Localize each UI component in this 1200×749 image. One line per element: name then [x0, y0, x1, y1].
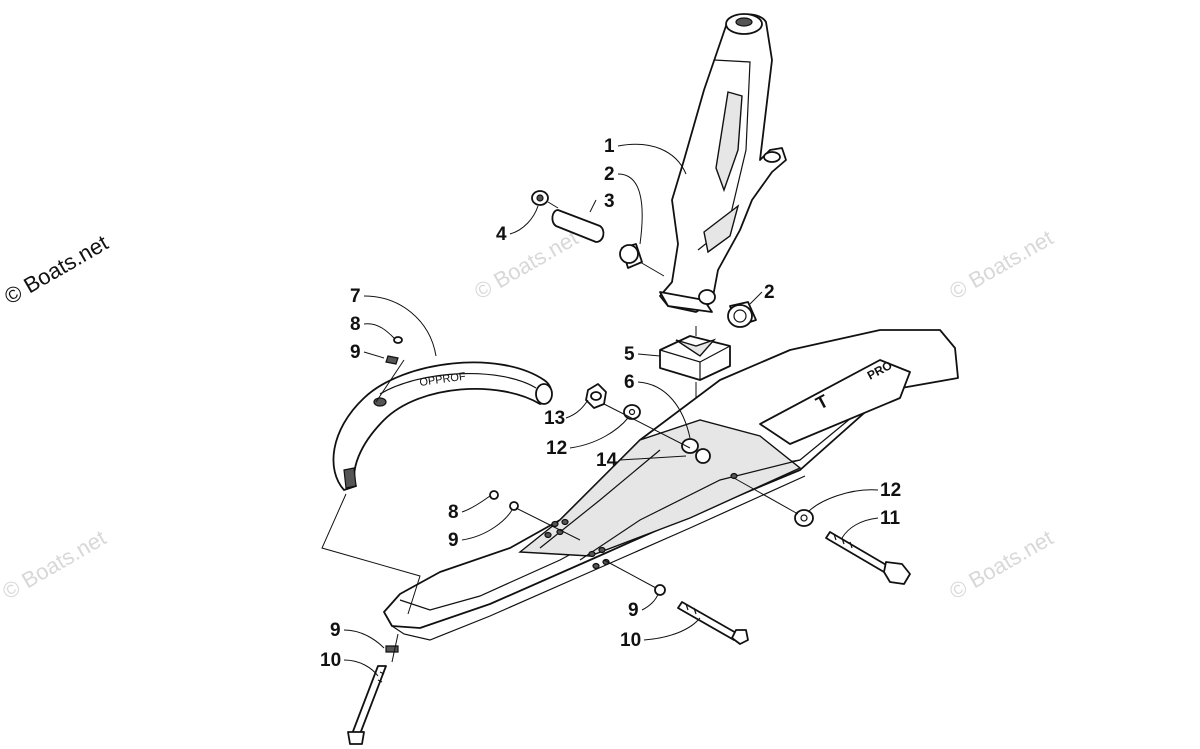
- spindle: [659, 13, 787, 313]
- callouts: 1 2 3 4 2 5 6 7 8 9 13 12 14 12 11 8 9: [320, 136, 901, 677]
- callout-14: 14: [596, 450, 618, 471]
- callout-10b: 10: [320, 650, 341, 671]
- callout-7: 7: [350, 286, 361, 307]
- callout-4: 4: [496, 224, 507, 245]
- callout-9c: 9: [628, 600, 639, 621]
- callout-6: 6: [624, 372, 635, 393]
- hardware-upper: [531, 190, 757, 328]
- callout-9: 9: [350, 342, 361, 363]
- watermark-main: © Boats.net: [0, 230, 112, 309]
- callout-2b: 2: [764, 282, 775, 303]
- callout-1: 1: [604, 136, 615, 157]
- callout-9b: 9: [448, 530, 459, 551]
- ski: PRO T: [383, 329, 959, 641]
- callout-12b: 12: [880, 480, 901, 501]
- callout-8b: 8: [448, 502, 459, 523]
- callout-9d: 9: [330, 620, 341, 641]
- callout-8: 8: [350, 314, 361, 335]
- ski-handle: OPPROF: [321, 361, 553, 615]
- watermark-faint: © Boats.net: [945, 525, 1057, 604]
- callout-5: 5: [624, 344, 635, 365]
- saddle-block: [659, 326, 731, 440]
- watermark-faint: © Boats.net: [0, 525, 110, 604]
- watermark-faint: © Boats.net: [945, 225, 1057, 304]
- callout-11: 11: [880, 508, 901, 529]
- callout-2: 2: [604, 164, 615, 185]
- callout-12: 12: [546, 438, 567, 459]
- callout-3: 3: [604, 191, 615, 212]
- hardware-small: [347, 336, 911, 745]
- callout-10: 10: [620, 630, 641, 651]
- watermark-faint: © Boats.net: [470, 225, 582, 304]
- callout-13: 13: [544, 408, 565, 429]
